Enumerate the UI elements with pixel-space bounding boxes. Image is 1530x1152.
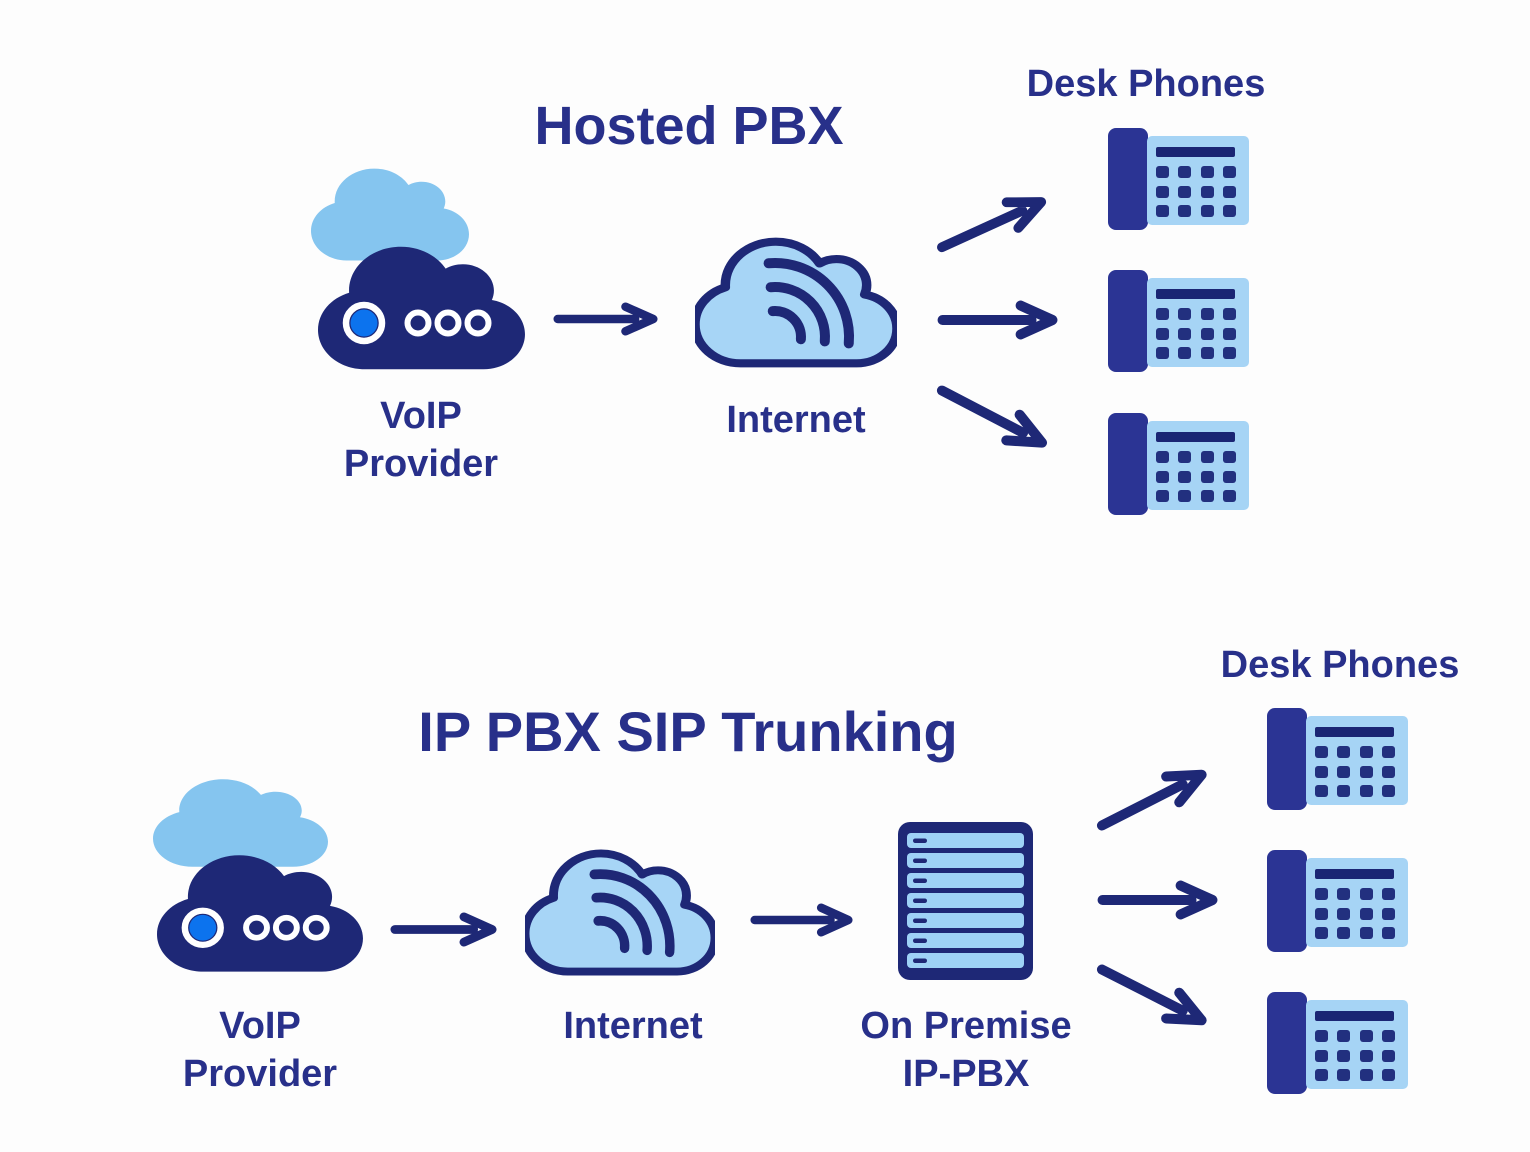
voip-provider-cloud-icon bbox=[318, 238, 525, 378]
arrow-internet-to-phone-2 bbox=[937, 300, 1058, 340]
internet-label: Internet bbox=[726, 399, 866, 441]
on-premise-pbx-label-line1: On Premise bbox=[860, 1005, 1072, 1047]
desk-phone-icon bbox=[1108, 270, 1249, 372]
arrow-internet-to-pbx bbox=[750, 903, 853, 937]
desk-phone-icon bbox=[1108, 128, 1249, 230]
desk-phone-icon bbox=[1267, 850, 1408, 952]
sip-trunking-title: IP PBX SIP Trunking bbox=[418, 700, 958, 763]
voip-provider-label: VoIP Provider bbox=[344, 392, 498, 488]
desk-phone-icon bbox=[1108, 413, 1249, 515]
arrow-pbx-to-phone-2 bbox=[1097, 880, 1218, 920]
arrow-pbx-to-phone-1 bbox=[1088, 754, 1216, 845]
voip-provider-label: VoIP Provider bbox=[183, 1002, 337, 1098]
arrow-internet-to-phone-1 bbox=[929, 182, 1054, 267]
desk-phone-icon bbox=[1267, 992, 1408, 1094]
arrow-voip-to-internet bbox=[390, 912, 497, 947]
voip-provider-label-line2: Provider bbox=[343, 443, 499, 485]
voip-provider-label-line1: VoIP bbox=[219, 1005, 301, 1047]
arrow-pbx-to-phone-3 bbox=[1088, 949, 1216, 1040]
on-premise-pbx-label-line2: IP-PBX bbox=[902, 1053, 1030, 1095]
voip-provider-label-line2: Provider bbox=[182, 1053, 338, 1095]
desk-phone-icon bbox=[1267, 708, 1408, 810]
internet-label: Internet bbox=[563, 1005, 703, 1047]
arrow-internet-to-phone-3 bbox=[928, 370, 1056, 463]
voip-provider-label-line1: VoIP bbox=[380, 395, 462, 437]
internet-wifi-cloud-icon bbox=[525, 845, 715, 980]
voip-provider-cloud-icon bbox=[157, 847, 363, 980]
arrow-voip-to-internet bbox=[553, 302, 658, 336]
desk-phones-label: Desk Phones bbox=[1220, 644, 1460, 686]
hosted-pbx-title: Hosted PBX bbox=[534, 96, 844, 156]
pbx-server-icon bbox=[898, 822, 1033, 980]
desk-phones-label: Desk Phones bbox=[1026, 63, 1266, 105]
internet-wifi-cloud-icon bbox=[695, 233, 897, 372]
on-premise-pbx-label: On Premise IP-PBX bbox=[860, 1002, 1071, 1098]
